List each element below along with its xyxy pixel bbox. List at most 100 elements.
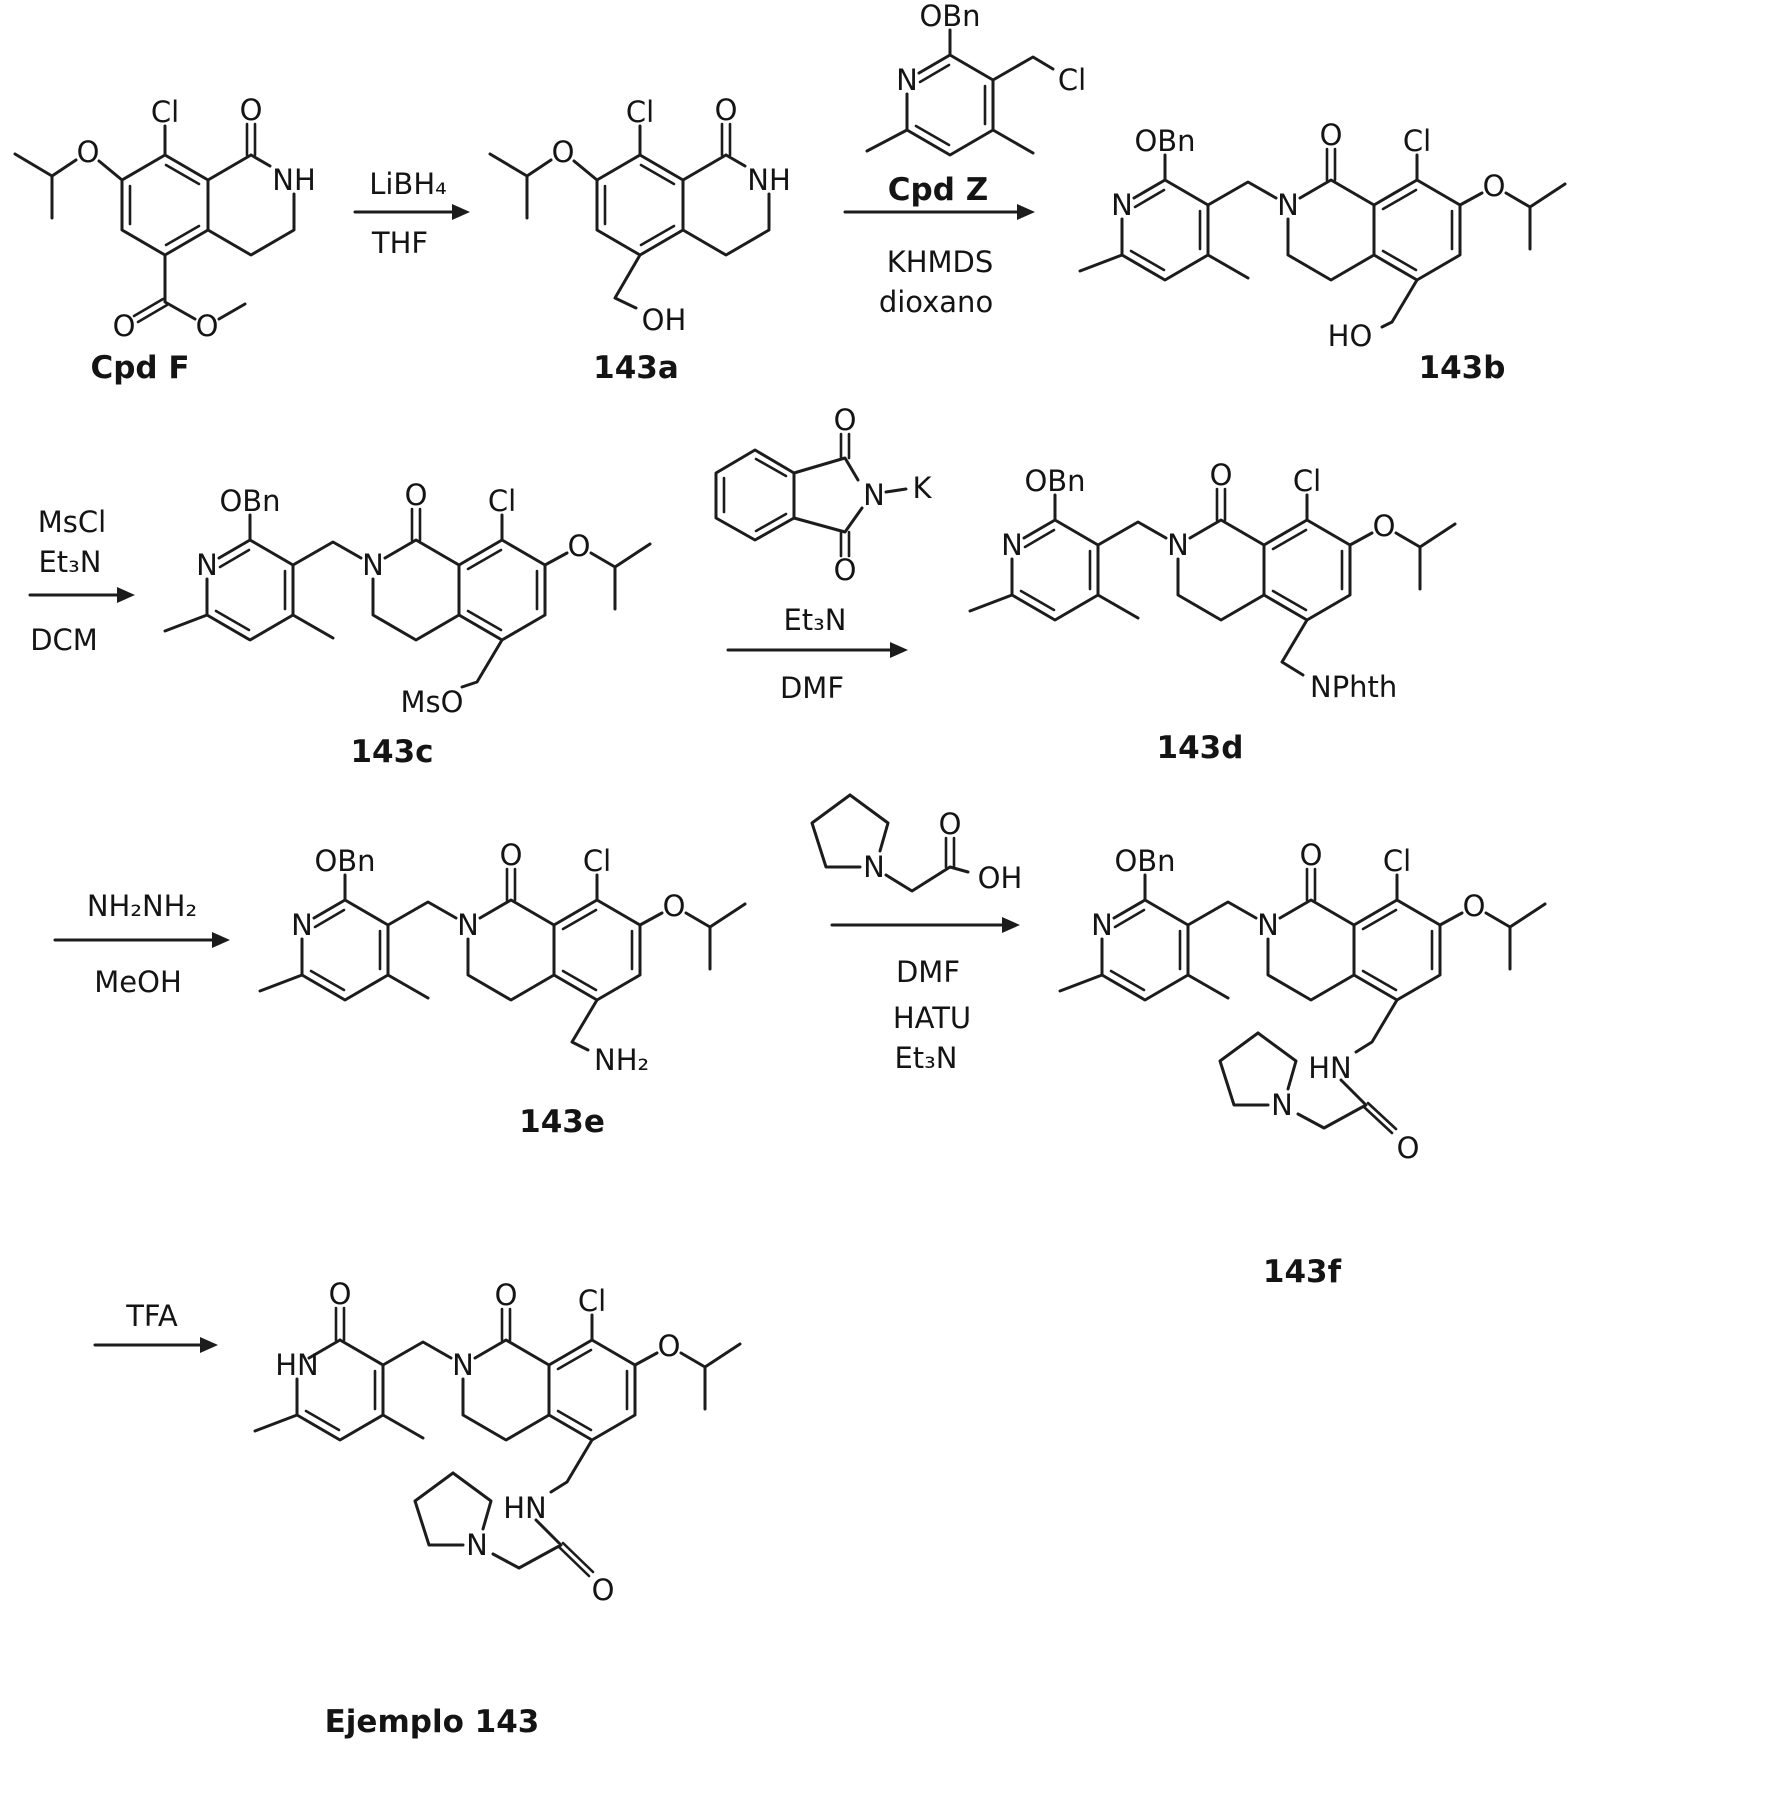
arrowhead-icon xyxy=(1002,917,1020,933)
double-bond-lines xyxy=(914,63,987,147)
atom-label-n: N xyxy=(863,478,885,512)
atom-label-ether-o: O xyxy=(552,135,575,169)
atom-label-cl: Cl xyxy=(151,95,179,129)
atom-label-n: N xyxy=(896,63,918,97)
double-bond-lines xyxy=(944,836,956,869)
bond-lines xyxy=(810,793,970,893)
arrowhead-icon xyxy=(1017,204,1035,220)
atom-label-oh: OH xyxy=(642,303,687,337)
reaction-arrow-2: KHMDS dioxano xyxy=(843,204,1035,319)
structure-143f: OBn N N O Cl O HN O N 143f xyxy=(1058,838,1547,1290)
atom-label-pyrrolidine-n: N xyxy=(466,1528,488,1562)
atom-label-cl: Cl xyxy=(1293,464,1321,498)
double-bond-lines xyxy=(1129,147,1454,272)
atom-label-amide-o: O xyxy=(592,1573,615,1607)
atom-label-o-bottom: O xyxy=(834,553,857,587)
double-bond-lines xyxy=(603,122,732,247)
compound-caption-ejemplo-143: Ejemplo 143 xyxy=(325,1704,540,1740)
atom-label-ether-o: O xyxy=(77,135,100,169)
reagent-below-2: dioxano xyxy=(879,285,993,319)
compound-caption-143e: 143e xyxy=(519,1104,605,1140)
reagent-below: MeOH xyxy=(94,965,182,999)
atom-label-carbonyl-o: O xyxy=(240,93,263,127)
atom-label-hn: HN xyxy=(1308,1051,1352,1085)
arrowhead-icon xyxy=(452,204,470,220)
atom-label-cl: Cl xyxy=(1403,124,1431,158)
atom-label-pyridine-n: N xyxy=(1091,908,1113,942)
atom-label-ester-o-single: O xyxy=(196,309,219,343)
atom-label-ether-o: O xyxy=(1373,509,1396,543)
atom-label-pyrrolidine-n: N xyxy=(1271,1088,1293,1122)
atom-label-lactam-n: N xyxy=(1257,908,1279,942)
atom-label-cl: Cl xyxy=(488,484,516,518)
atom-label-nh: NH xyxy=(747,163,791,197)
atom-label-lactam-n: N xyxy=(452,1348,474,1382)
bond-lines xyxy=(1078,153,1567,329)
bond-lines xyxy=(968,493,1457,677)
double-bond-lines xyxy=(128,122,257,324)
reagent-below: THF xyxy=(371,226,428,260)
atom-label-cl: Cl xyxy=(578,1284,606,1318)
atom-label-o-top: O xyxy=(834,403,857,437)
atom-label-mso: MsO xyxy=(401,685,464,719)
atom-label-cl: Cl xyxy=(1383,844,1411,878)
atom-label-ester-o-double: O xyxy=(113,309,136,343)
reagent-below-2: HATU xyxy=(893,1001,971,1035)
reagent-above: NH₂NH₂ xyxy=(87,889,197,923)
reagent-below-1: KHMDS xyxy=(887,245,994,279)
atom-label-obn: OBn xyxy=(919,0,980,33)
atom-label-obn: OBn xyxy=(314,844,375,878)
atom-label-amide-o: O xyxy=(1397,1131,1420,1165)
bond-lines xyxy=(488,124,771,310)
reagent-above-1: MsCl xyxy=(38,505,106,539)
atom-label-carbonyl-o: O xyxy=(715,93,738,127)
bond-lines xyxy=(253,1313,742,1570)
compound-caption-143f: 143f xyxy=(1263,1254,1342,1290)
arrowhead-icon xyxy=(890,642,908,658)
compound-caption-143c: 143c xyxy=(350,734,433,770)
reagent-below: DCM xyxy=(30,623,98,657)
reaction-arrow-3: MsCl Et₃N DCM xyxy=(28,505,135,657)
bond-lines xyxy=(163,513,652,689)
compound-caption-cpd-f: Cpd F xyxy=(90,350,189,386)
reaction-arrow-5: NH₂NH₂ MeOH xyxy=(53,889,230,999)
atom-label-pyridine-n: N xyxy=(1001,528,1023,562)
atom-label-obn: OBn xyxy=(1134,124,1195,158)
atom-label-ether-o: O xyxy=(568,529,591,563)
double-bond-lines xyxy=(304,1306,629,1578)
atom-label-ether-o: O xyxy=(658,1329,681,1363)
double-bond-lines xyxy=(214,507,539,632)
atom-label-lactam-n: N xyxy=(1167,528,1189,562)
atom-label-ho: HO xyxy=(1328,319,1373,353)
atom-label-lactam-n: N xyxy=(362,548,384,582)
reagent-above: LiBH₄ xyxy=(369,167,447,201)
reagent-above-2: Et₃N xyxy=(38,545,101,579)
atom-label-ether-o: O xyxy=(663,889,686,923)
bond-lines xyxy=(714,448,908,542)
compound-caption-143b: 143b xyxy=(1419,350,1506,386)
double-bond-lines xyxy=(1019,487,1344,612)
atom-label-cl: Cl xyxy=(626,95,654,129)
atom-label-ether-o: O xyxy=(1463,889,1486,923)
compound-caption-143a: 143a xyxy=(593,350,679,386)
structure-phthalimide-k: O N K O xyxy=(714,403,932,587)
bond-lines xyxy=(258,873,747,1052)
atom-label-carbonyl-o: O xyxy=(1320,118,1343,152)
atom-label-nphth: NPhth xyxy=(1310,670,1397,704)
arrowhead-icon xyxy=(117,587,135,603)
atom-label-hn: HN xyxy=(503,1491,547,1525)
atom-label-nh: NH xyxy=(272,163,316,197)
atom-label-oh: OH xyxy=(978,861,1023,895)
reaction-arrow-6: DMF HATU Et₃N xyxy=(830,917,1020,1075)
bond-lines xyxy=(1058,873,1547,1130)
atom-label-obn: OBn xyxy=(219,484,280,518)
atom-label-carbonyl-o: O xyxy=(939,807,962,841)
atom-label-lactam-n: N xyxy=(1277,188,1299,222)
double-bond-lines xyxy=(722,432,851,558)
compound-caption-cpd-z: Cpd Z xyxy=(888,172,988,208)
double-bond-lines xyxy=(309,867,634,992)
bond-lines xyxy=(865,28,1055,157)
reagent-above: Et₃N xyxy=(783,603,846,637)
structure-143a: Cl O NH O OH 143a xyxy=(488,93,791,386)
